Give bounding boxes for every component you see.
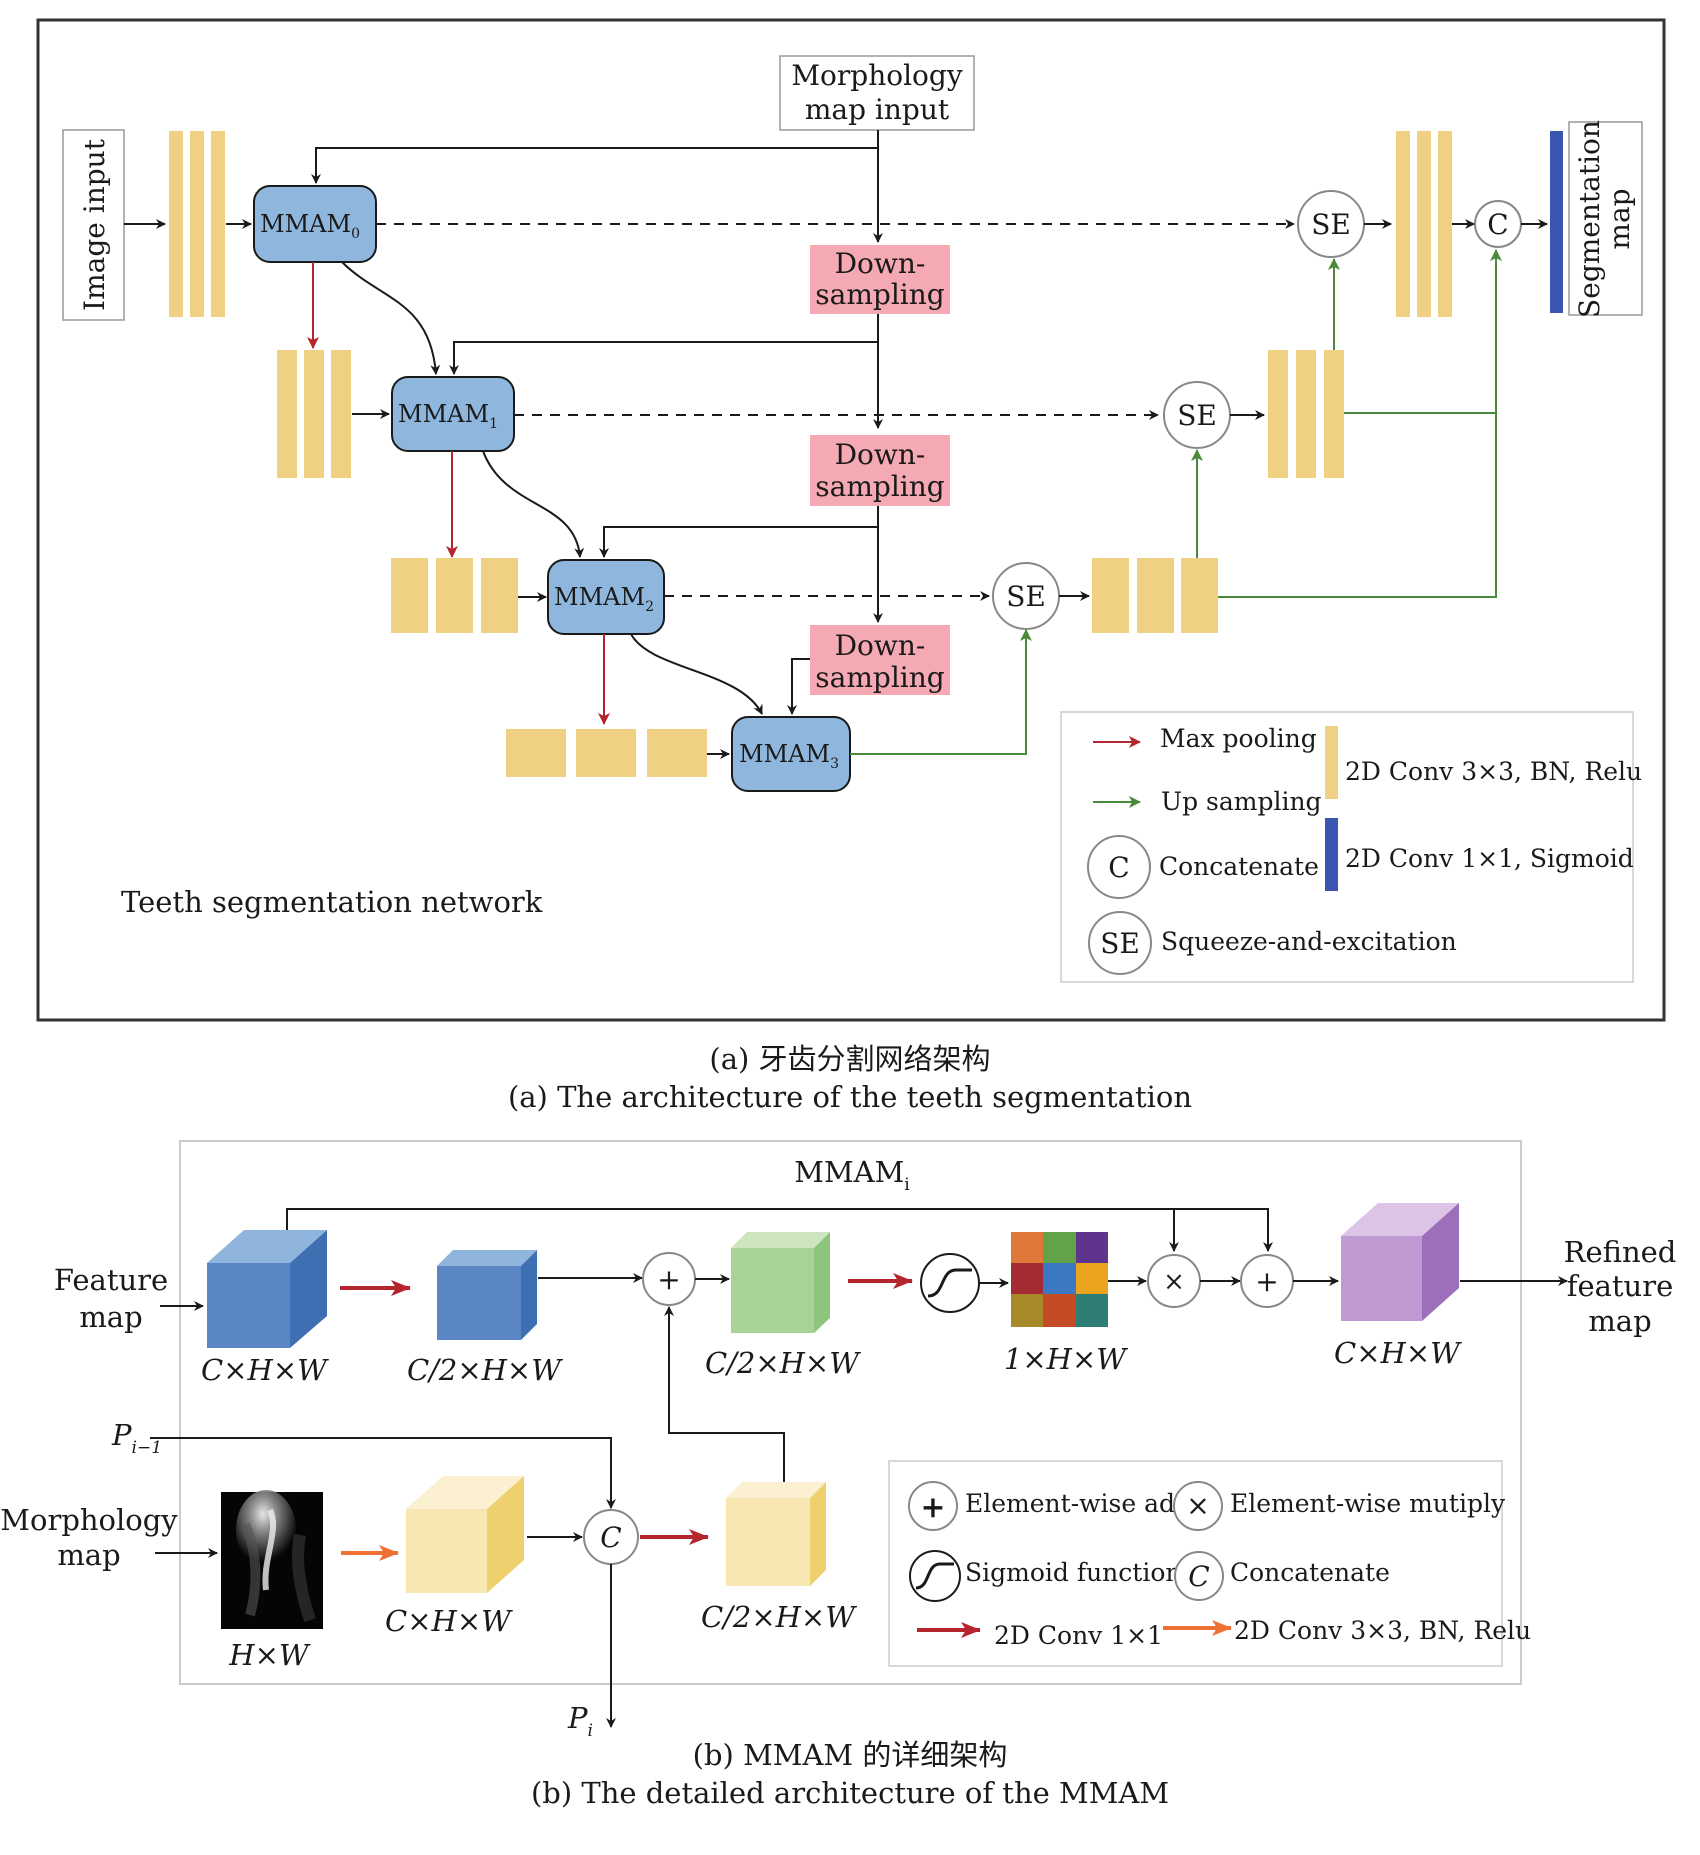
morph-map-line2: map <box>57 1538 120 1572</box>
dim-morph-image: H×W <box>228 1638 311 1672</box>
dim-attention: 1×H×W <box>1004 1342 1128 1376</box>
legend-add-icon <box>908 1481 958 1531</box>
add-node-2-symbol: + <box>1255 1265 1278 1298</box>
multiply-node-symbol: × <box>1163 1267 1185 1297</box>
mmam2-label: MMAM2 <box>554 583 654 615</box>
attention-map-grid <box>1011 1232 1108 1327</box>
legend-conv3: 2D Conv 3×3, BN, Relu <box>1345 757 1642 786</box>
panel-b-frame <box>179 1140 1522 1685</box>
mmam0-label: MMAM0 <box>260 210 360 242</box>
image-input-label: Image input <box>78 138 111 311</box>
dim-fused: C/2×H×W <box>705 1346 861 1380</box>
caption-b-en: (b) The detailed architecture of the MMA… <box>531 1776 1169 1810</box>
legend-concat-symbol <box>1087 835 1151 899</box>
cube-feature-reduced <box>437 1250 537 1340</box>
dim-refined: C×H×W <box>1334 1336 1462 1370</box>
downsampling-2-line1: Down- <box>835 438 926 471</box>
concat-node-b-symbol: C <box>600 1521 621 1554</box>
legend-multiply-symbol: × <box>1186 1489 1209 1522</box>
concat-node-label: C <box>1487 208 1508 241</box>
morphology-input-line1: Morphology <box>791 59 962 92</box>
legend-concatenate: Concatenate <box>1159 852 1319 881</box>
legend-conv1-swatch <box>1325 818 1338 891</box>
decoder-block-group-2 <box>1092 558 1218 633</box>
legend-se-letter: SE <box>1100 927 1140 960</box>
conv-block-group-2 <box>391 558 518 633</box>
legend-add: Element-wise add <box>965 1489 1191 1518</box>
downsampling-3-line2: sampling <box>815 661 944 694</box>
panel-b-title: MMAMi <box>794 1155 910 1195</box>
legend-add-symbol: + <box>920 1490 945 1525</box>
legend-sigmoid: Sigmoid function <box>965 1558 1181 1587</box>
panel-a-frame <box>36 18 1666 1022</box>
legend-concat-b: Concatenate <box>1230 1558 1390 1587</box>
legend-concat-icon <box>1174 1551 1224 1601</box>
cube-refined <box>1341 1203 1459 1321</box>
cube-morph-feature <box>406 1476 524 1593</box>
dim-morph-cube: C×H×W <box>385 1604 513 1638</box>
decoder-block-group-0 <box>1396 131 1452 317</box>
legend-multiply-icon <box>1173 1481 1223 1531</box>
add-node-1-symbol: + <box>657 1263 680 1296</box>
se-2-label: SE <box>1006 580 1046 613</box>
legend-conv1: 2D Conv 1×1, Sigmoid <box>1345 844 1634 873</box>
legend-conv1-b: 2D Conv 1×1 <box>994 1621 1163 1650</box>
feature-map-line1: Feature <box>54 1263 168 1297</box>
legend-concat-b-symbol: C <box>1188 1560 1209 1593</box>
morphology-input-box <box>779 55 975 131</box>
mmam3-label: MMAM3 <box>739 740 839 772</box>
refined-line1: Refined <box>1564 1235 1677 1269</box>
legend-se-symbol <box>1088 911 1152 975</box>
image-input-box <box>62 129 125 321</box>
segmentation-map-line1: Segmentation <box>1573 120 1606 318</box>
conv-block-group-3 <box>506 729 707 777</box>
downsampling-3-line1: Down- <box>835 629 926 662</box>
dim-feature-reduced: C/2×H×W <box>407 1353 563 1387</box>
refined-line2: feature <box>1567 1269 1674 1303</box>
mmam1-label: MMAM1 <box>398 400 498 432</box>
legend-conv3-b: 2D Conv 3×3, BN, Relu <box>1234 1616 1531 1645</box>
downsampling-2 <box>810 435 950 506</box>
morphology-input-line2: map input <box>805 93 950 126</box>
p-out-label: Pi <box>567 1701 593 1741</box>
conv-block-group-0 <box>169 131 225 317</box>
legend-sigmoid-icon <box>909 1550 961 1602</box>
caption-b-cn: (b) MMAM 的详细架构 <box>693 1738 1008 1772</box>
refined-line3: map <box>1588 1304 1651 1338</box>
legend-se-text: Squeeze-and-excitation <box>1161 927 1457 956</box>
sigmoid-node <box>920 1253 980 1313</box>
decoder-block-group-1 <box>1268 350 1344 478</box>
downsampling-1-line1: Down- <box>835 247 926 280</box>
legend-concat-letter: C <box>1108 851 1129 884</box>
feature-map-line2: map <box>79 1300 142 1334</box>
cube-feature-input <box>207 1230 327 1348</box>
downsampling-1 <box>810 245 950 314</box>
downsampling-1-line2: sampling <box>815 278 944 311</box>
dim-feature-input: C×H×W <box>201 1353 329 1387</box>
legend-a <box>1060 711 1634 983</box>
morphology-image <box>221 1490 323 1629</box>
downsampling-3 <box>810 625 950 695</box>
cube-fused <box>731 1232 830 1333</box>
segmentation-map-box <box>1568 121 1643 316</box>
p-prev-label: Pi−1 <box>111 1418 162 1458</box>
legend-max-pooling: Max pooling <box>1160 724 1317 753</box>
network-title: Teeth segmentation network <box>121 885 543 919</box>
output-conv-block <box>1550 131 1563 313</box>
legend-up-sampling: Up sampling <box>1161 787 1322 816</box>
morph-map-line1: Morphology <box>0 1503 178 1537</box>
sigmoid-icon <box>927 1268 972 1298</box>
legend-multiply: Element-wise mutiply <box>1230 1489 1506 1518</box>
se-1-label: SE <box>1177 399 1217 432</box>
se-0-label: SE <box>1311 208 1351 241</box>
downsampling-2-line2: sampling <box>815 470 944 503</box>
legend-conv3-swatch <box>1325 726 1338 799</box>
cube-morph-reduced <box>726 1482 826 1586</box>
segmentation-map-line2: map <box>1603 188 1636 249</box>
conv-block-group-1 <box>277 350 351 478</box>
dim-morph-reduced: C/2×H×W <box>701 1600 857 1634</box>
caption-a-cn: (a) 牙齿分割网络架构 <box>709 1042 990 1076</box>
caption-a-en: (a) The architecture of the teeth segmen… <box>508 1080 1192 1114</box>
